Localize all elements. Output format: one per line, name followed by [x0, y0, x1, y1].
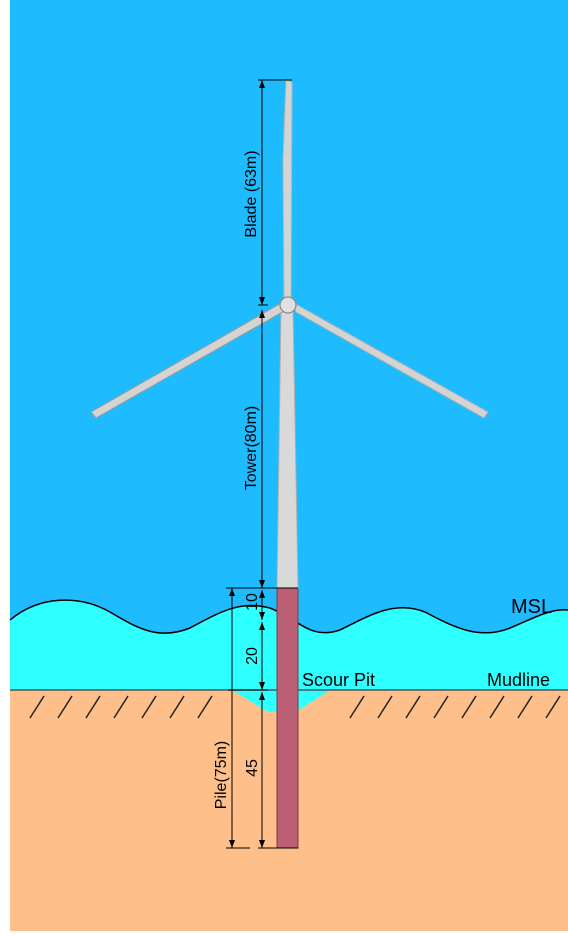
- mudline-label: Mudline: [487, 670, 550, 690]
- rotor-hub: [279, 296, 297, 314]
- dimension-arrows: [229, 80, 265, 848]
- pile-length-label: Pile(75m): [213, 741, 230, 809]
- pile: [276, 587, 299, 849]
- dim-10-label: 10: [244, 593, 261, 611]
- msl-label: MSL: [511, 596, 552, 618]
- scour-pit-label: Scour Pit: [302, 670, 375, 690]
- blade-up: [282, 79, 293, 301]
- tower-height-label: Tower(80m): [243, 406, 260, 490]
- dim-20-label: 20: [244, 647, 261, 665]
- soil-hatching: [29, 695, 561, 719]
- blade-length-label: Blade (63m): [243, 150, 260, 237]
- dim-45-label: 45: [244, 759, 261, 777]
